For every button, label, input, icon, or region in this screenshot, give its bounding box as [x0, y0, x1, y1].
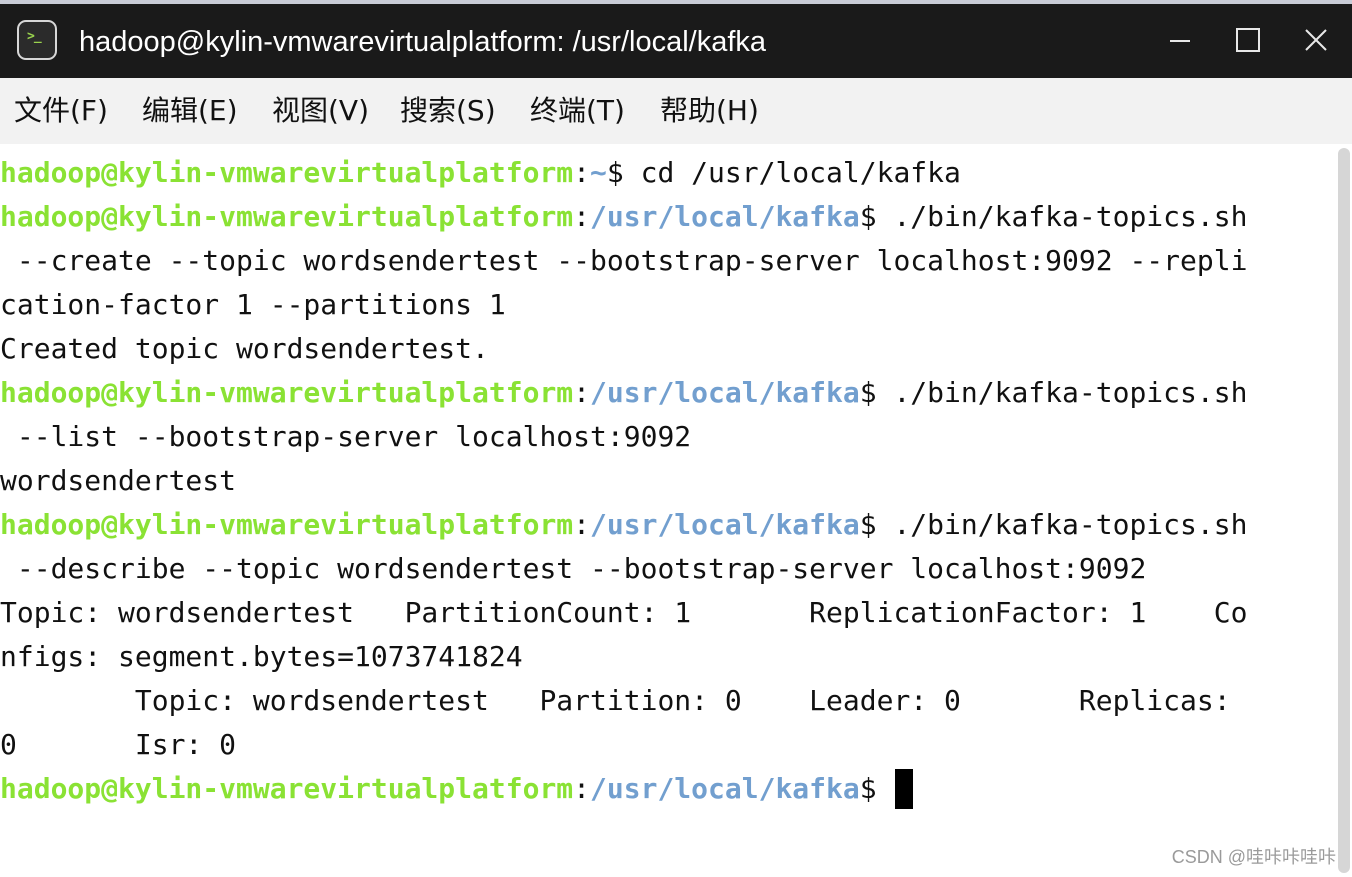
prompt-user-host: hadoop@kylin-vmwarevirtualplatform: [0, 156, 574, 189]
maximize-button[interactable]: [1226, 18, 1270, 62]
title-bar[interactable]: >_ hadoop@kylin-vmwarevirtualplatform: /…: [0, 0, 1352, 78]
text-cursor: [895, 769, 914, 809]
close-icon: [1305, 29, 1327, 51]
prompt-separator: :: [573, 156, 591, 189]
terminal-line: --list --bootstrap-server localhost:9092: [0, 420, 692, 453]
terminal-line: hadoop@kylin-vmwarevirtualplatform:/usr/…: [0, 503, 1247, 547]
terminal-line: hadoop@kylin-vmwarevirtualplatform:/usr/…: [0, 195, 1247, 239]
command-text: $: [859, 772, 894, 805]
terminal-line: Topic: wordsendertest PartitionCount: 1 …: [0, 596, 1248, 629]
menu-file[interactable]: 文件(F): [14, 94, 108, 127]
terminal-line: --describe --topic wordsendertest --boot…: [0, 552, 1147, 585]
terminal-line: hadoop@kylin-vmwarevirtualplatform:/usr/…: [0, 371, 1247, 415]
terminal-app-icon: >_: [17, 20, 57, 60]
menu-help[interactable]: 帮助(H): [660, 94, 759, 127]
terminal-line: --create --topic wordsendertest --bootst…: [0, 244, 1248, 277]
prompt-separator: :: [573, 200, 591, 233]
menu-edit[interactable]: 编辑(E): [142, 94, 238, 127]
terminal-active-prompt[interactable]: hadoop@kylin-vmwarevirtualplatform:/usr/…: [0, 767, 914, 811]
prompt-path: /usr/local/kafka: [590, 376, 860, 409]
menu-terminal[interactable]: 终端(T): [530, 94, 625, 127]
terminal-line: 0 Isr: 0: [0, 728, 237, 761]
scrollbar-thumb[interactable]: [1338, 148, 1350, 873]
prompt-separator: :: [573, 376, 591, 409]
menu-search[interactable]: 搜索(S): [400, 94, 496, 127]
minimize-icon: [1170, 40, 1190, 42]
prompt-separator: :: [573, 508, 591, 541]
prompt-path: ~: [590, 156, 607, 189]
terminal-line: cation-factor 1 --partitions 1: [0, 288, 506, 321]
watermark: CSDN @哇咔咔哇咔: [1171, 847, 1336, 867]
prompt-user-host: hadoop@kylin-vmwarevirtualplatform: [0, 376, 574, 409]
command-text: $ ./bin/kafka-topics.sh: [859, 200, 1248, 233]
command-text: $ ./bin/kafka-topics.sh: [859, 376, 1248, 409]
prompt-user-host: hadoop@kylin-vmwarevirtualplatform: [0, 508, 574, 541]
prompt-user-host: hadoop@kylin-vmwarevirtualplatform: [0, 772, 574, 805]
minimize-button[interactable]: [1158, 18, 1202, 62]
close-button[interactable]: [1294, 18, 1338, 62]
command-text: $ cd /usr/local/kafka: [606, 156, 961, 189]
prompt-path: /usr/local/kafka: [590, 772, 860, 805]
terminal-line: wordsendertest: [0, 464, 237, 497]
prompt-user-host: hadoop@kylin-vmwarevirtualplatform: [0, 200, 574, 233]
terminal-output[interactable]: hadoop@kylin-vmwarevirtualplatform:~$ cd…: [0, 144, 1336, 877]
prompt-separator: :: [573, 772, 591, 805]
terminal-prompt-icon: >_: [27, 29, 42, 44]
desktop-strip: [0, 0, 1352, 4]
prompt-path: /usr/local/kafka: [590, 200, 860, 233]
command-text: $ ./bin/kafka-topics.sh: [859, 508, 1248, 541]
vertical-scrollbar[interactable]: [1336, 144, 1352, 877]
menu-view[interactable]: 视图(V): [272, 94, 370, 127]
menu-bar: 文件(F) 编辑(E) 视图(V) 搜索(S) 终端(T) 帮助(H): [0, 78, 1352, 144]
terminal-line: hadoop@kylin-vmwarevirtualplatform:~$ cd…: [0, 151, 961, 195]
prompt-path: /usr/local/kafka: [590, 508, 860, 541]
window-title: hadoop@kylin-vmwarevirtualplatform: /usr…: [79, 26, 767, 58]
terminal-line: Created topic wordsendertest.: [0, 332, 489, 365]
terminal-line: Topic: wordsendertest Partition: 0 Leade…: [0, 684, 1248, 717]
maximize-icon: [1236, 28, 1260, 52]
terminal-line: nfigs: segment.bytes=1073741824: [0, 640, 523, 673]
